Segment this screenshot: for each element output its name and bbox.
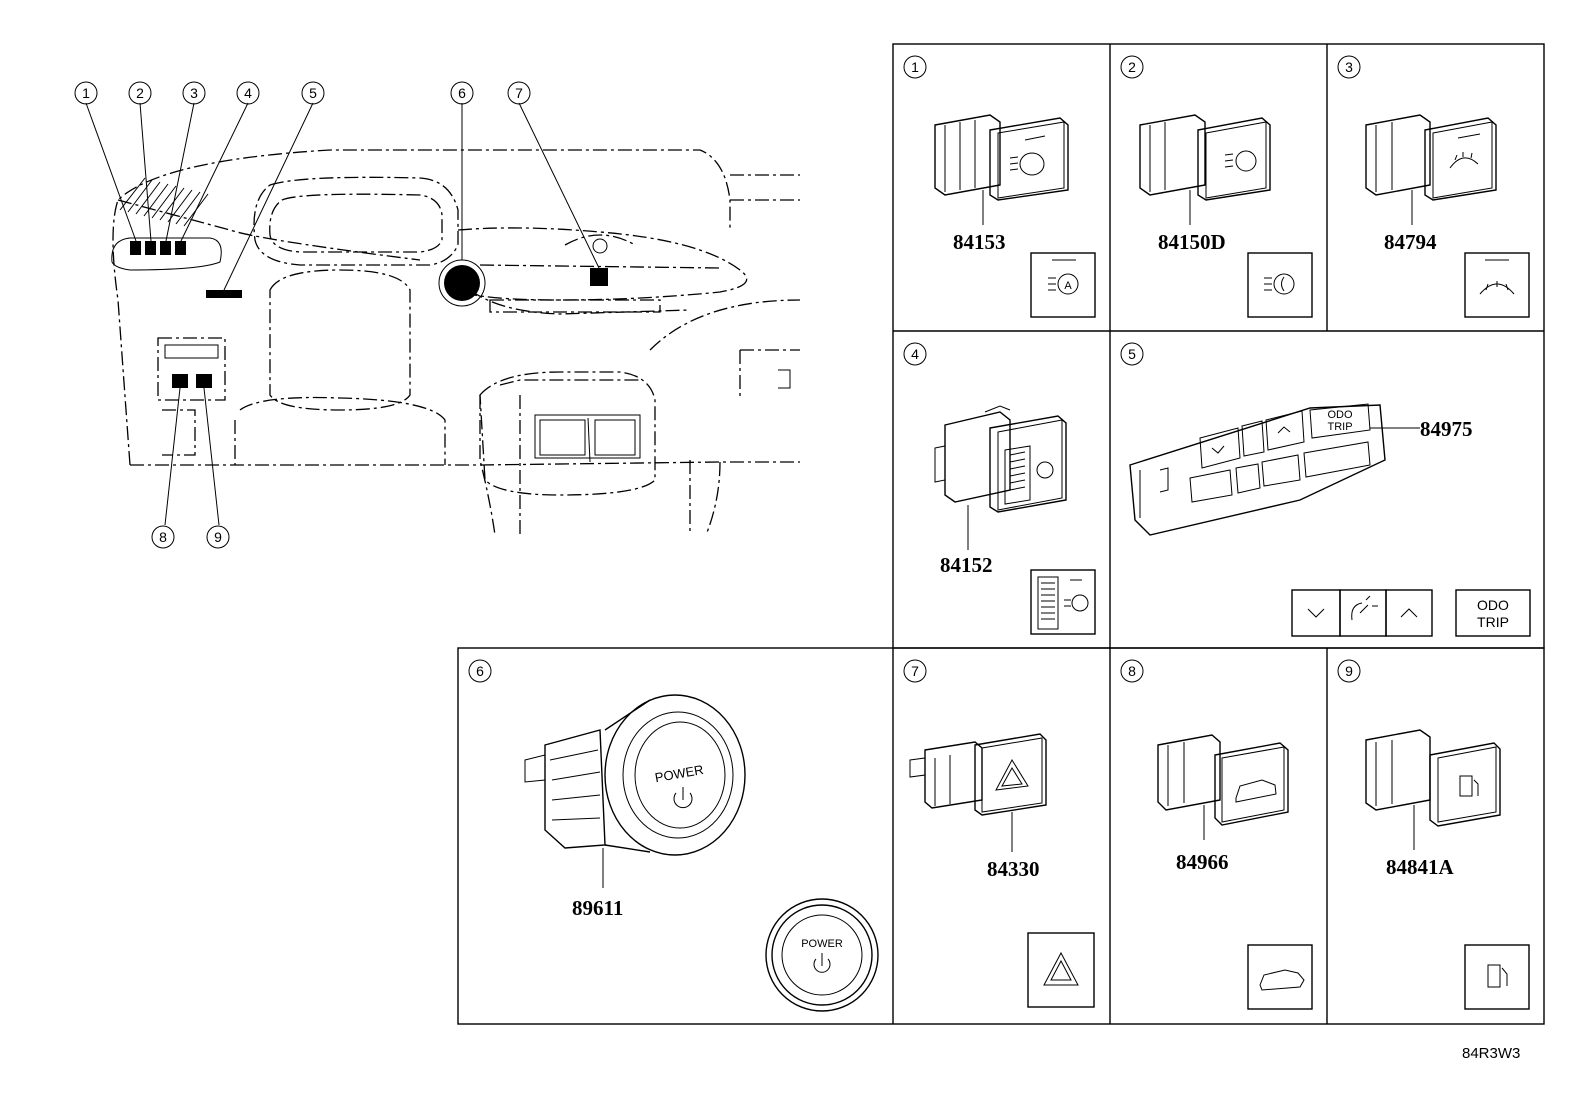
part-number-84841A: 84841A	[1386, 855, 1455, 879]
svg-text:POWER: POWER	[801, 938, 843, 950]
svg-text:6: 6	[476, 663, 484, 679]
rear-defogger-icon	[1464, 252, 1530, 318]
part-number-84794: 84794	[1384, 230, 1437, 254]
hazard-warning-icon	[1027, 932, 1095, 1008]
svg-text:4: 4	[244, 85, 252, 101]
svg-text:9: 9	[214, 529, 222, 545]
part-number-84966: 84966	[1176, 850, 1229, 874]
switch-84150D-drawing	[1139, 114, 1271, 201]
part-number-84330: 84330	[987, 857, 1040, 881]
panel-num-8: 8	[1120, 659, 1144, 683]
overview-callout-3: 3	[182, 81, 206, 105]
part-number-84975: 84975	[1420, 417, 1473, 441]
svg-text:2: 2	[1128, 59, 1136, 75]
panel-num-7: 7	[903, 659, 927, 683]
overview-callout-4: 4	[236, 81, 260, 105]
part-number-84152: 84152	[940, 553, 993, 577]
svg-text:ODO: ODO	[1477, 597, 1509, 613]
overview-callout-7: 7	[507, 81, 531, 105]
rear-fog-light-icon	[1247, 252, 1313, 318]
svg-text:6: 6	[458, 85, 466, 101]
dashboard-overview	[111, 149, 801, 536]
overview-markers	[130, 241, 608, 388]
svg-text:A: A	[1064, 280, 1072, 292]
switch-84841A-drawing	[1365, 729, 1501, 827]
odo-trip-switch-icon: ODO TRIP	[1291, 589, 1531, 637]
fuel-lid-opener-icon	[1464, 944, 1530, 1010]
svg-text:3: 3	[1345, 59, 1353, 75]
switch-84330-drawing	[909, 733, 1047, 816]
overview-callout-1: 1	[74, 81, 98, 105]
svg-text:5: 5	[1128, 346, 1136, 362]
svg-text:1: 1	[82, 85, 90, 101]
svg-text:7: 7	[911, 663, 919, 679]
svg-text:2: 2	[136, 85, 144, 101]
power-back-door-icon	[1247, 944, 1313, 1010]
overview-callout-6: 6	[450, 81, 474, 105]
svg-text:TRIP: TRIP	[1477, 614, 1509, 630]
svg-text:8: 8	[1128, 663, 1136, 679]
overview-callout-5: 5	[301, 81, 325, 105]
panel-num-2: 2	[1120, 55, 1144, 79]
part-number-89611: 89611	[572, 896, 623, 920]
panel-num-4: 4	[903, 342, 927, 366]
svg-text:1: 1	[911, 59, 919, 75]
svg-text:POWER: POWER	[654, 762, 705, 785]
panel-num-1: 1	[903, 55, 927, 79]
switch-89611-drawing: POWER	[524, 694, 746, 856]
svg-text:ODO: ODO	[1327, 409, 1353, 421]
svg-text:3: 3	[190, 85, 198, 101]
svg-text:8: 8	[159, 529, 167, 545]
switch-84975-drawing: ODO TRIP	[1129, 403, 1386, 536]
headlight-leveling-dial-icon	[1030, 569, 1096, 635]
power-button-icon: POWER	[765, 898, 879, 1012]
overview-leaders	[85, 102, 600, 526]
auto-headlight-leveling-icon: A	[1030, 252, 1096, 318]
part-number-84153: 84153	[953, 230, 1006, 254]
overview-callout-8: 8	[151, 525, 175, 549]
diagram-reference-code: 84R3W3	[1462, 1045, 1520, 1062]
overview-callout-9: 9	[206, 525, 230, 549]
panel-num-6: 6	[468, 659, 492, 683]
switch-84794-drawing	[1365, 114, 1497, 201]
svg-text:4: 4	[911, 346, 919, 362]
overview-callout-2: 2	[128, 81, 152, 105]
svg-text:7: 7	[515, 85, 523, 101]
panel-num-9: 9	[1337, 659, 1361, 683]
panel-num-3: 3	[1337, 55, 1361, 79]
switch-84966-drawing	[1157, 734, 1289, 826]
svg-text:5: 5	[309, 85, 317, 101]
part-number-84150D: 84150D	[1158, 230, 1226, 254]
svg-text:9: 9	[1345, 663, 1353, 679]
panel-grid	[457, 43, 1545, 1025]
switch-84152-drawing	[934, 405, 1067, 513]
panel-num-5: 5	[1120, 342, 1144, 366]
svg-text:TRIP: TRIP	[1327, 421, 1352, 433]
switch-84153-drawing	[934, 114, 1069, 201]
